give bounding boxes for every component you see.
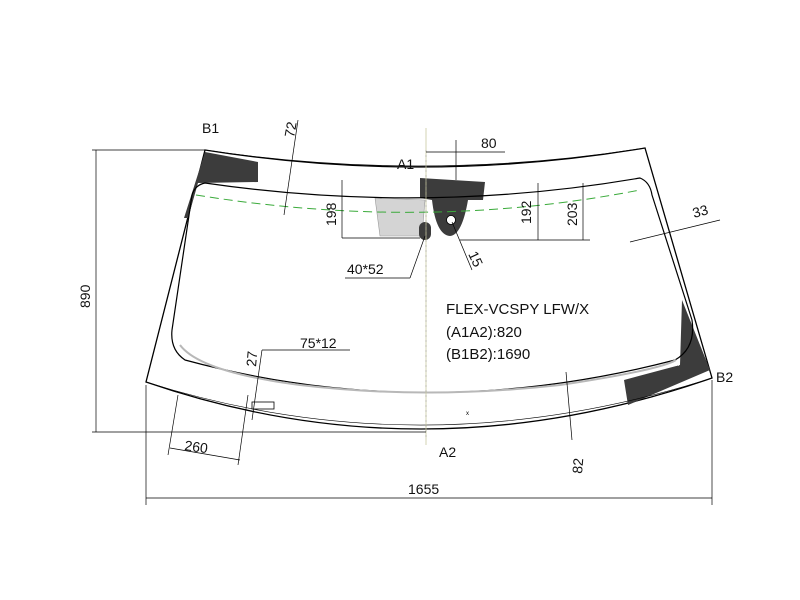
dim-27: 27 bbox=[243, 350, 260, 367]
dim-203: 203 bbox=[564, 202, 580, 226]
silkscreen-right bbox=[624, 295, 710, 405]
dim-198: 198 bbox=[323, 202, 339, 226]
label-mark bbox=[251, 401, 275, 410]
point-a1: A1 bbox=[397, 156, 414, 172]
green-dashed-line bbox=[195, 189, 641, 213]
dim-72: 72 bbox=[281, 120, 299, 138]
sensor-area bbox=[374, 197, 426, 237]
spec-model: FLEX-VCSPY LFW/X bbox=[446, 301, 589, 318]
tiny-mark: x bbox=[466, 411, 469, 417]
bottom-band-line bbox=[145, 377, 713, 426]
spec-a1a2: (A1A2):820 bbox=[446, 324, 522, 341]
point-a2: A2 bbox=[439, 444, 456, 460]
mirror-patch bbox=[420, 178, 485, 236]
dim-75x12: 75*12 bbox=[300, 335, 337, 351]
dim-260: 260 bbox=[184, 437, 210, 456]
tiny-mark-right: x bbox=[676, 362, 679, 368]
dim-890: 890 bbox=[77, 284, 93, 308]
dim-33: 33 bbox=[691, 201, 710, 221]
point-b1: B1 bbox=[202, 120, 219, 136]
dim-192: 192 bbox=[518, 200, 534, 224]
silkscreen-top-left bbox=[184, 152, 258, 218]
small-cutout bbox=[419, 222, 431, 240]
spec-b1b2: (B1B2):1690 bbox=[446, 346, 530, 363]
dim-15: 15 bbox=[465, 249, 486, 270]
mirror-hole bbox=[446, 215, 456, 225]
dim-80: 80 bbox=[481, 135, 497, 151]
dim-1655: 1655 bbox=[408, 481, 439, 497]
dim-40x52: 40*52 bbox=[347, 261, 384, 277]
point-b2: B2 bbox=[716, 369, 733, 385]
inner-offset-line bbox=[179, 344, 677, 394]
dim-82: 82 bbox=[569, 457, 586, 474]
